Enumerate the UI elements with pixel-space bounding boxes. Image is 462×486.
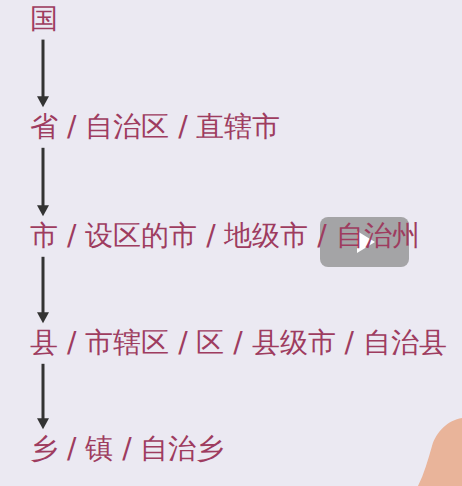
arrow-head — [37, 418, 49, 429]
arrow-shaft — [42, 364, 45, 419]
level-row: 国 — [30, 2, 58, 36]
arrow-shaft — [42, 148, 45, 206]
presenter-hand — [418, 418, 462, 486]
arrow-shaft — [42, 257, 45, 313]
arrow-shaft — [42, 40, 45, 98]
level-text: 国 — [30, 2, 58, 36]
level-text: 市 / 设区的市 / 地级市 / 自治州 — [30, 219, 420, 253]
level-row: 省 / 自治区 / 直辖市 — [30, 110, 280, 144]
arrow-head — [37, 312, 49, 323]
down-arrow — [37, 40, 49, 108]
arrow-head — [37, 96, 49, 107]
down-arrow — [37, 257, 49, 323]
down-arrow — [37, 148, 49, 216]
level-row: 乡 / 镇 / 自治乡 — [30, 432, 224, 466]
arrow-head — [37, 205, 49, 216]
level-row: 市 / 设区的市 / 地级市 / 自治州 — [30, 219, 420, 253]
level-text: 乡 / 镇 / 自治乡 — [30, 432, 224, 466]
down-arrow — [37, 364, 49, 429]
level-text: 县 / 市辖区 / 区 / 县级市 / 自治县 — [30, 326, 447, 360]
level-text: 省 / 自治区 / 直辖市 — [30, 110, 280, 144]
level-row: 县 / 市辖区 / 区 / 县级市 / 自治县 — [30, 326, 447, 360]
